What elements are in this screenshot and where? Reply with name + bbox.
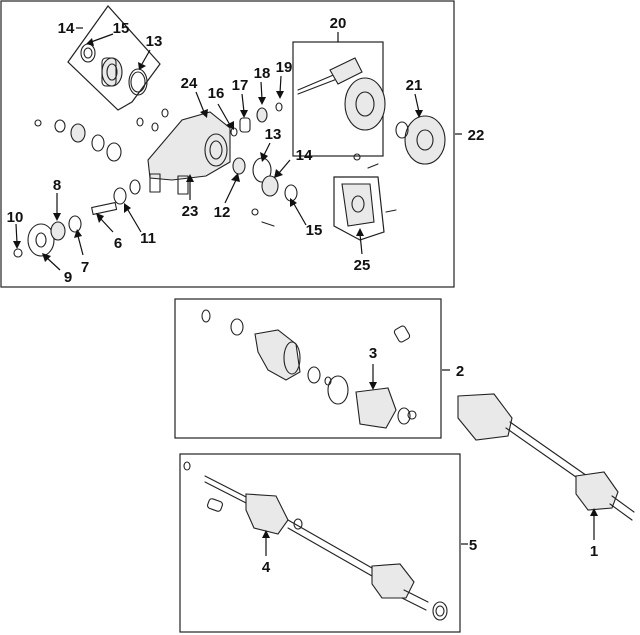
callout-15b: 15 bbox=[306, 222, 323, 239]
callout-3: 3 bbox=[369, 345, 377, 362]
callout-19: 19 bbox=[276, 59, 293, 76]
callout-24: 24 bbox=[181, 75, 198, 92]
halfshaft-parts bbox=[201, 309, 417, 429]
callout-11: 11 bbox=[140, 230, 156, 247]
rear-axle-shaft-right bbox=[457, 393, 635, 521]
callout-17: 17 bbox=[232, 77, 249, 94]
axle-shaft-frame bbox=[179, 453, 461, 633]
bearings-and-seals bbox=[13, 102, 397, 258]
callout-13a: 13 bbox=[146, 33, 163, 50]
callout-10: 10 bbox=[7, 209, 24, 226]
halfshaft-assembly-frame bbox=[174, 298, 442, 439]
cover-tray bbox=[333, 176, 385, 241]
callout-20: 20 bbox=[330, 15, 347, 32]
callout-7: 7 bbox=[81, 259, 89, 276]
callout-4: 4 bbox=[262, 559, 271, 576]
callout-9: 9 bbox=[64, 269, 72, 286]
callout-16: 16 bbox=[208, 85, 225, 102]
callout-25: 25 bbox=[354, 257, 371, 274]
callout-5: 5 bbox=[469, 537, 477, 554]
seal-kit-inset bbox=[67, 5, 161, 111]
callout-6: 6 bbox=[114, 235, 122, 252]
callout-23: 23 bbox=[182, 203, 199, 220]
pinion-gear-parts bbox=[297, 57, 386, 131]
callout-1: 1 bbox=[590, 543, 598, 560]
carrier-housing-parts bbox=[147, 111, 446, 195]
axle-shaft-left bbox=[183, 461, 448, 621]
callout-14a: 14 bbox=[58, 20, 75, 37]
callout-21: 21 bbox=[406, 77, 423, 94]
callout-numbers: 1 2 3 4 5 6 7 8 9 10 11 12 13 13 14 14 1… bbox=[7, 15, 599, 576]
diff-cover-parts bbox=[341, 183, 375, 227]
callout-18: 18 bbox=[254, 65, 271, 82]
callout-2: 2 bbox=[456, 363, 464, 380]
callout-14b: 14 bbox=[296, 147, 313, 164]
rear-differential-frame bbox=[0, 0, 455, 288]
callout-8: 8 bbox=[53, 177, 61, 194]
callout-15a: 15 bbox=[113, 20, 130, 37]
leader-lines bbox=[13, 27, 598, 556]
callout-12: 12 bbox=[214, 204, 231, 221]
callout-22: 22 bbox=[468, 127, 485, 144]
seal-kit-parts bbox=[80, 43, 148, 96]
callout-13b: 13 bbox=[265, 126, 282, 143]
